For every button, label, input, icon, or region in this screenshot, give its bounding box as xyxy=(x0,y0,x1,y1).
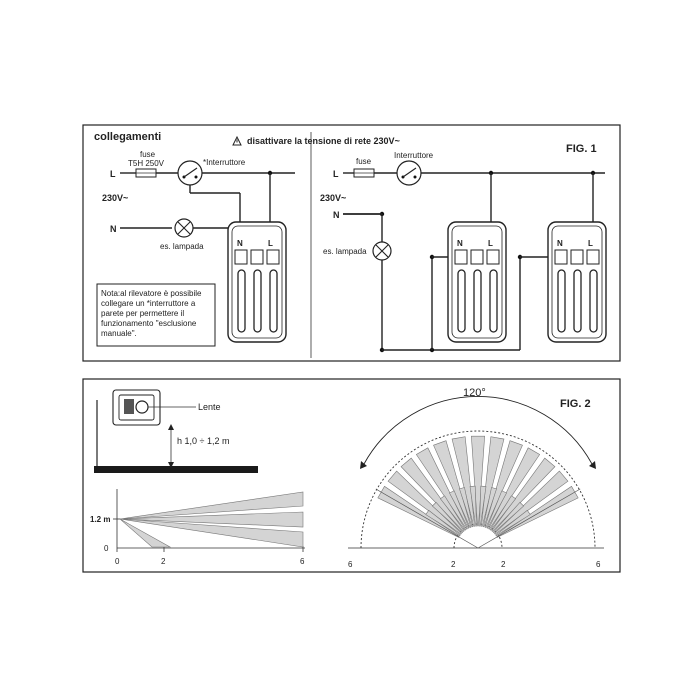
left-switch-label: *Interruttore xyxy=(203,158,246,167)
left-lamp-icon xyxy=(174,218,194,238)
fig1-warning: disattivare la tensione di rete 230V~ xyxy=(247,136,400,146)
module2-terminal-L-label: L xyxy=(588,239,593,248)
top-beam-inner xyxy=(469,485,477,527)
top-beam xyxy=(433,440,472,528)
module1-terminal-L-label: L xyxy=(488,239,493,248)
side-x-label-2: 2 xyxy=(161,557,166,566)
lens-label: Lente xyxy=(198,402,221,412)
top-beam-inner xyxy=(431,501,464,534)
right-switch-label: Interruttore xyxy=(394,151,434,160)
left-voltage: 230V~ xyxy=(102,193,128,203)
left-fuse-label: fuse xyxy=(140,150,156,159)
left-line-L: L xyxy=(110,169,116,179)
side-beam-near xyxy=(119,518,172,548)
left-switch-icon xyxy=(177,160,203,186)
fig1-right-circuit: L 230V~ N fuse Interruttore xyxy=(320,151,607,353)
top-beam-inner xyxy=(439,495,467,531)
right-detector-module-1: N L xyxy=(447,221,507,343)
top-outer-arc xyxy=(360,430,596,549)
top-beam-inner xyxy=(425,509,461,537)
fig2-label: FIG. 2 xyxy=(560,398,591,410)
left-lamp-label: es. lampada xyxy=(160,242,204,251)
top-x-label-2-right: 2 xyxy=(501,560,506,569)
fig1-left-circuit: L 230V~ N fuse T5H 250V *Interruttore xyxy=(96,150,295,347)
note-line-5: manuale". xyxy=(101,329,137,338)
top-beam xyxy=(415,447,468,530)
top-beam-inner xyxy=(489,495,517,531)
top-beam-inner xyxy=(486,490,507,529)
side-beam-middle xyxy=(119,511,304,528)
top-beam xyxy=(484,440,523,528)
detector-device-icon xyxy=(112,389,161,426)
top-beam-inner xyxy=(459,487,474,528)
right-voltage: 230V~ xyxy=(320,193,346,203)
right-line-N: N xyxy=(333,210,340,220)
right-detector-module-2: N L xyxy=(547,221,607,343)
top-x-label-2-left: 2 xyxy=(451,560,456,569)
side-x-label-0: 0 xyxy=(115,557,120,566)
right-fuse-label: fuse xyxy=(356,157,372,166)
side-y-label-0: 0 xyxy=(104,544,109,553)
height-label: h 1,0 ÷ 1,2 m xyxy=(177,436,229,446)
top-beam-inner xyxy=(449,490,470,529)
angle-label: 120° xyxy=(463,387,486,399)
height-arrow-down xyxy=(168,462,174,468)
right-line-L: L xyxy=(333,169,339,179)
angle-arc xyxy=(363,396,593,465)
module2-terminal-N-label: N xyxy=(557,239,563,248)
left-detector-module: N L xyxy=(227,221,287,343)
top-boundary-left xyxy=(375,488,479,549)
top-x-label-6-left: 6 xyxy=(348,560,353,569)
top-beam xyxy=(491,457,556,532)
side-beam-lower xyxy=(119,518,304,548)
top-beam xyxy=(494,470,569,535)
top-beam-inner xyxy=(479,485,487,527)
left-note-box: Nota:al rilevatore è possibile collegare… xyxy=(96,283,216,347)
fig1-label: FIG. 1 xyxy=(566,143,597,155)
height-arrow-up xyxy=(168,424,174,430)
top-beam xyxy=(400,457,465,532)
fig1-frame xyxy=(82,124,621,362)
note-line-3: parete per permettere il xyxy=(101,309,184,318)
note-line-4: funzionamento "esclusione xyxy=(101,319,197,328)
warning-icon xyxy=(232,135,242,146)
angle-arrow-left xyxy=(360,461,367,469)
left-terminal-N-label: N xyxy=(237,239,243,248)
fig2-mounting-view: Lente h 1,0 ÷ 1,2 m xyxy=(94,389,258,473)
module1-terminal-N-label: N xyxy=(457,239,463,248)
left-fuse-rating: T5H 250V xyxy=(128,159,165,168)
top-boundary-right xyxy=(477,488,581,549)
fig2-frame xyxy=(82,378,621,573)
fig2-side-view: 1.2 m 0 0 2 6 xyxy=(90,489,305,566)
angle-arrow-right xyxy=(589,461,596,469)
left-line-N: N xyxy=(110,224,117,234)
note-line-1: Nota:al rilevatore è possibile xyxy=(101,289,202,298)
top-detection-beams xyxy=(375,435,581,549)
top-beam xyxy=(481,436,505,527)
top-beam xyxy=(387,470,462,535)
right-lamp-label: es. lampada xyxy=(323,247,367,256)
top-beam xyxy=(471,435,485,527)
note-line-2: collegare un *interruttore a xyxy=(101,299,196,308)
top-beam-inner xyxy=(482,487,497,528)
right-switch-icon xyxy=(396,160,422,186)
top-beam xyxy=(451,436,475,527)
side-beam-upper xyxy=(119,491,304,520)
fig2-top-view: 120° 6 2 2 6 xyxy=(348,387,604,569)
top-x-label-6-right: 6 xyxy=(596,560,601,569)
left-terminal-L-label: L xyxy=(268,239,273,248)
fig1-panel: collegamenti disattivare la tensione di … xyxy=(82,124,621,362)
top-beam-inner xyxy=(492,501,525,534)
floor-bar xyxy=(94,466,258,473)
fig1-title: collegamenti xyxy=(94,131,161,143)
fig2-panel: FIG. 2 Lente h 1,0 ÷ 1,2 m 1.2 m 0 xyxy=(82,378,621,573)
side-x-label-6: 6 xyxy=(300,557,305,566)
side-y-label-1: 1.2 m xyxy=(90,515,110,524)
top-beam-inner xyxy=(495,509,531,537)
right-lamp-icon xyxy=(372,241,392,261)
top-beam xyxy=(488,447,541,530)
